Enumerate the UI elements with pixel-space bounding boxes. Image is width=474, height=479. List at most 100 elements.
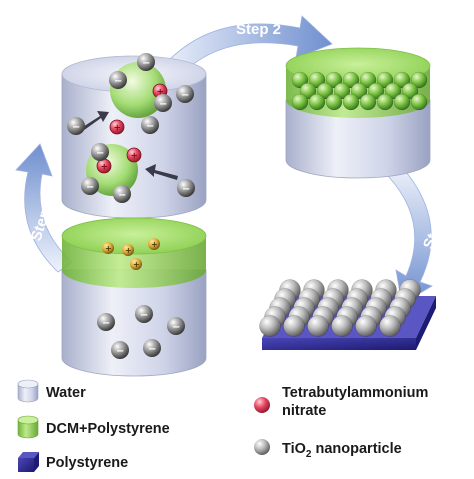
assembly-cylinder <box>285 47 431 179</box>
svg-text:−: − <box>172 322 180 333</box>
polystyrene-sphere <box>333 82 351 100</box>
attraction-arrow <box>78 111 109 133</box>
tio2-legend-icon <box>254 439 270 455</box>
polystyrene-sphere <box>299 82 317 100</box>
polystyrene-sphere <box>325 93 343 111</box>
tio2-ion: − <box>135 305 153 323</box>
tio2-ion: − <box>154 94 172 112</box>
svg-text:−: − <box>116 346 124 357</box>
legend-dcm: DCM+Polystyrene <box>17 415 170 439</box>
svg-text:+: + <box>101 163 109 173</box>
tio2-ion: − <box>176 85 194 103</box>
tba-ion: + <box>122 244 134 256</box>
svg-text:+: + <box>125 246 132 255</box>
tio2-ion: − <box>109 71 127 89</box>
svg-text:−: − <box>146 121 154 132</box>
tio2-ion: − <box>97 313 115 331</box>
polystyrene-sphere <box>308 93 326 111</box>
polystyrene-sphere <box>384 82 402 100</box>
tio2-sphere-array <box>259 279 421 337</box>
tio2-ion: − <box>167 317 185 335</box>
legend-water-label: Water <box>46 385 86 401</box>
svg-text:+: + <box>151 240 158 249</box>
tio2-ion: − <box>67 117 85 135</box>
step3-arrow: Step 3 <box>387 164 453 305</box>
polystyrene-sphere <box>401 82 419 100</box>
polystyrene-sphere <box>308 71 326 89</box>
svg-text:−: − <box>114 76 122 87</box>
tba-ion: + <box>109 119 125 135</box>
legend-polystyrene: Polystyrene <box>18 452 128 472</box>
svg-text:−: − <box>86 182 94 193</box>
tio2-ion: − <box>137 53 155 71</box>
tio2-sphere <box>307 315 329 337</box>
tio2-sphere <box>259 315 281 337</box>
polystyrene-sphere <box>393 71 411 89</box>
step2-label: Step 2 <box>236 21 281 38</box>
legend-tio2: TiO2 nanoparticle <box>254 439 402 460</box>
polystyrene-sphere <box>342 71 360 89</box>
svg-text:−: − <box>118 190 126 201</box>
polystyrene-sphere <box>410 93 428 111</box>
tio2-sphere <box>331 315 353 337</box>
tio2-ion: − <box>81 177 99 195</box>
tio2-ion: − <box>143 339 161 357</box>
tba-ion: + <box>130 258 142 270</box>
layered-cylinder: + + + + − − − − − <box>61 217 207 377</box>
svg-text:−: − <box>72 122 80 133</box>
polystyrene-sphere <box>316 82 334 100</box>
svg-text:−: − <box>182 184 190 195</box>
tio2-sphere <box>379 315 401 337</box>
tio2-ion: − <box>111 341 129 359</box>
svg-text:−: − <box>181 90 189 101</box>
polystyrene-sphere <box>359 71 377 89</box>
svg-text:−: − <box>96 148 104 159</box>
svg-text:+: + <box>133 260 140 269</box>
emulsion-cylinder: + + + + − − − − − − − − − − <box>61 53 207 219</box>
tba-ion: + <box>126 147 142 163</box>
svg-text:−: − <box>159 99 167 110</box>
polystyrene-sphere <box>393 93 411 111</box>
polystyrene-sphere <box>376 93 394 111</box>
tio2-sphere <box>355 315 377 337</box>
tba-ion: + <box>148 238 160 250</box>
polystyrene-sphere <box>350 82 368 100</box>
legend-tba: Tetrabutylammonium nitrate <box>254 385 428 419</box>
step2-arrow: Step 2 <box>159 15 333 79</box>
tio2-ion: − <box>141 116 159 134</box>
polystyrene-sphere <box>342 93 360 111</box>
polystyrene-sphere <box>325 71 343 89</box>
svg-text:+: + <box>131 152 139 162</box>
polystyrene-sphere <box>367 82 385 100</box>
legend-dcm-label: DCM+Polystyrene <box>46 421 170 437</box>
svg-text:+: + <box>157 88 165 98</box>
svg-text:+: + <box>114 124 122 134</box>
svg-text:−: − <box>140 310 148 321</box>
legend: Water DCM+Polystyrene Polystyrene Tetrab… <box>17 379 428 472</box>
legend-tio2-label: TiO2 nanoparticle <box>282 441 402 460</box>
svg-text:−: − <box>142 58 150 69</box>
green-sphere-layer <box>291 71 428 111</box>
polystyrene-sphere <box>291 71 309 89</box>
svg-text:−: − <box>102 318 110 329</box>
tio2-ion: − <box>91 143 109 161</box>
tio2-ion: − <box>177 179 195 197</box>
tio2-sphere <box>283 315 305 337</box>
tba-ion: + <box>96 158 112 174</box>
legend-polystyrene-label: Polystyrene <box>46 455 128 471</box>
polystyrene-sphere <box>410 71 428 89</box>
tba-ion: + <box>102 242 114 254</box>
legend-tba-label-line1: Tetrabutylammonium <box>282 385 428 401</box>
polystyrene-sphere <box>376 71 394 89</box>
legend-water: Water <box>17 379 86 403</box>
svg-text:+: + <box>105 244 112 253</box>
attraction-arrow <box>145 164 178 180</box>
polystyrene-sphere <box>291 93 309 111</box>
tio2-ion: − <box>113 185 131 203</box>
polystyrene-sphere <box>359 93 377 111</box>
tba-legend-icon <box>254 397 270 413</box>
svg-text:−: − <box>148 344 156 355</box>
polystyrene-substrate <box>259 279 436 350</box>
legend-tba-label-line2: nitrate <box>282 403 326 419</box>
